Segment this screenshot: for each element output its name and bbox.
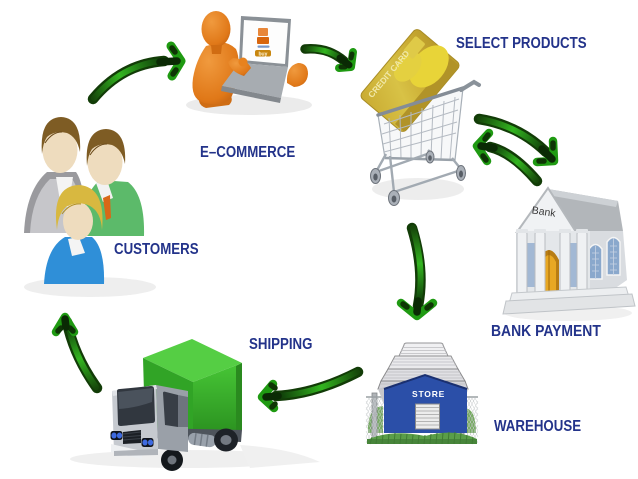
svg-text:STORE: STORE [412,389,445,399]
svg-text:buy: buy [259,52,268,58]
svg-text:Bank: Bank [531,205,557,220]
